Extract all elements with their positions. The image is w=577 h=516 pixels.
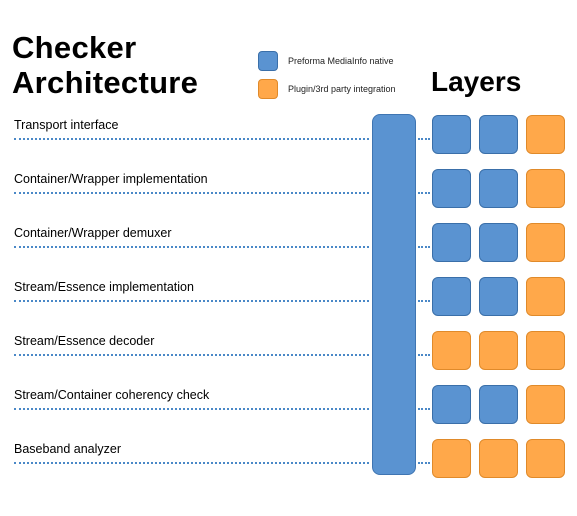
row-connector [14, 408, 369, 410]
layer-cell-blue [432, 169, 471, 208]
legend-label-native: Preforma MediaInfo native [288, 56, 394, 66]
layer-cell-blue [432, 277, 471, 316]
row-connector-right [418, 138, 430, 140]
layer-cell-orange [526, 385, 565, 424]
layer-cell-orange [526, 277, 565, 316]
legend-swatch-native [258, 51, 278, 71]
legend-item-native: Preforma MediaInfo native [258, 51, 394, 71]
row-connector-right [418, 246, 430, 248]
row-connector-right [418, 300, 430, 302]
legend-label-plugin: Plugin/3rd party integration [288, 84, 396, 94]
layer-cell-orange [479, 331, 518, 370]
row-label: Baseband analyzer [14, 442, 122, 456]
row-label: Container/Wrapper demuxer [14, 226, 172, 240]
layer-cell-orange [526, 439, 565, 478]
layer-cell-blue [479, 169, 518, 208]
row-connector [14, 300, 369, 302]
row-label: Stream/Essence decoder [14, 334, 155, 348]
layer-cell-blue [432, 385, 471, 424]
layer-cell-orange [432, 331, 471, 370]
layer-cell-orange [526, 169, 565, 208]
title-line-2: Architecture [12, 65, 199, 100]
layer-cell-orange [479, 439, 518, 478]
row-connector-right [418, 462, 430, 464]
row-label: Container/Wrapper implementation [14, 172, 208, 186]
row-label: Stream/Container coherency check [14, 388, 210, 402]
title-line-1: Checker [12, 30, 137, 65]
layer-cell-orange [432, 439, 471, 478]
row-connector [14, 192, 369, 194]
layer-cell-orange [526, 331, 565, 370]
layer-cell-blue [479, 277, 518, 316]
layer-cell-blue [479, 385, 518, 424]
row-connector-right [418, 408, 430, 410]
layer-cell-blue [479, 223, 518, 262]
layer-cell-orange [526, 223, 565, 262]
layer-cell-blue [479, 115, 518, 154]
core-pillar [372, 114, 416, 475]
row-connector-right [418, 354, 430, 356]
legend-item-plugin: Plugin/3rd party integration [258, 79, 396, 99]
row-connector [14, 138, 369, 140]
layer-cell-blue [432, 223, 471, 262]
layers-title: Layers [431, 66, 522, 97]
row-label: Transport interface [14, 118, 119, 132]
diagram-title: Checker Architecture [12, 30, 198, 100]
layer-cell-orange [526, 115, 565, 154]
row-connector [14, 246, 369, 248]
layer-cell-blue [432, 115, 471, 154]
row-connector [14, 354, 369, 356]
legend-swatch-plugin [258, 79, 278, 99]
row-label: Stream/Essence implementation [14, 280, 194, 294]
row-connector-right [418, 192, 430, 194]
row-connector [14, 462, 369, 464]
